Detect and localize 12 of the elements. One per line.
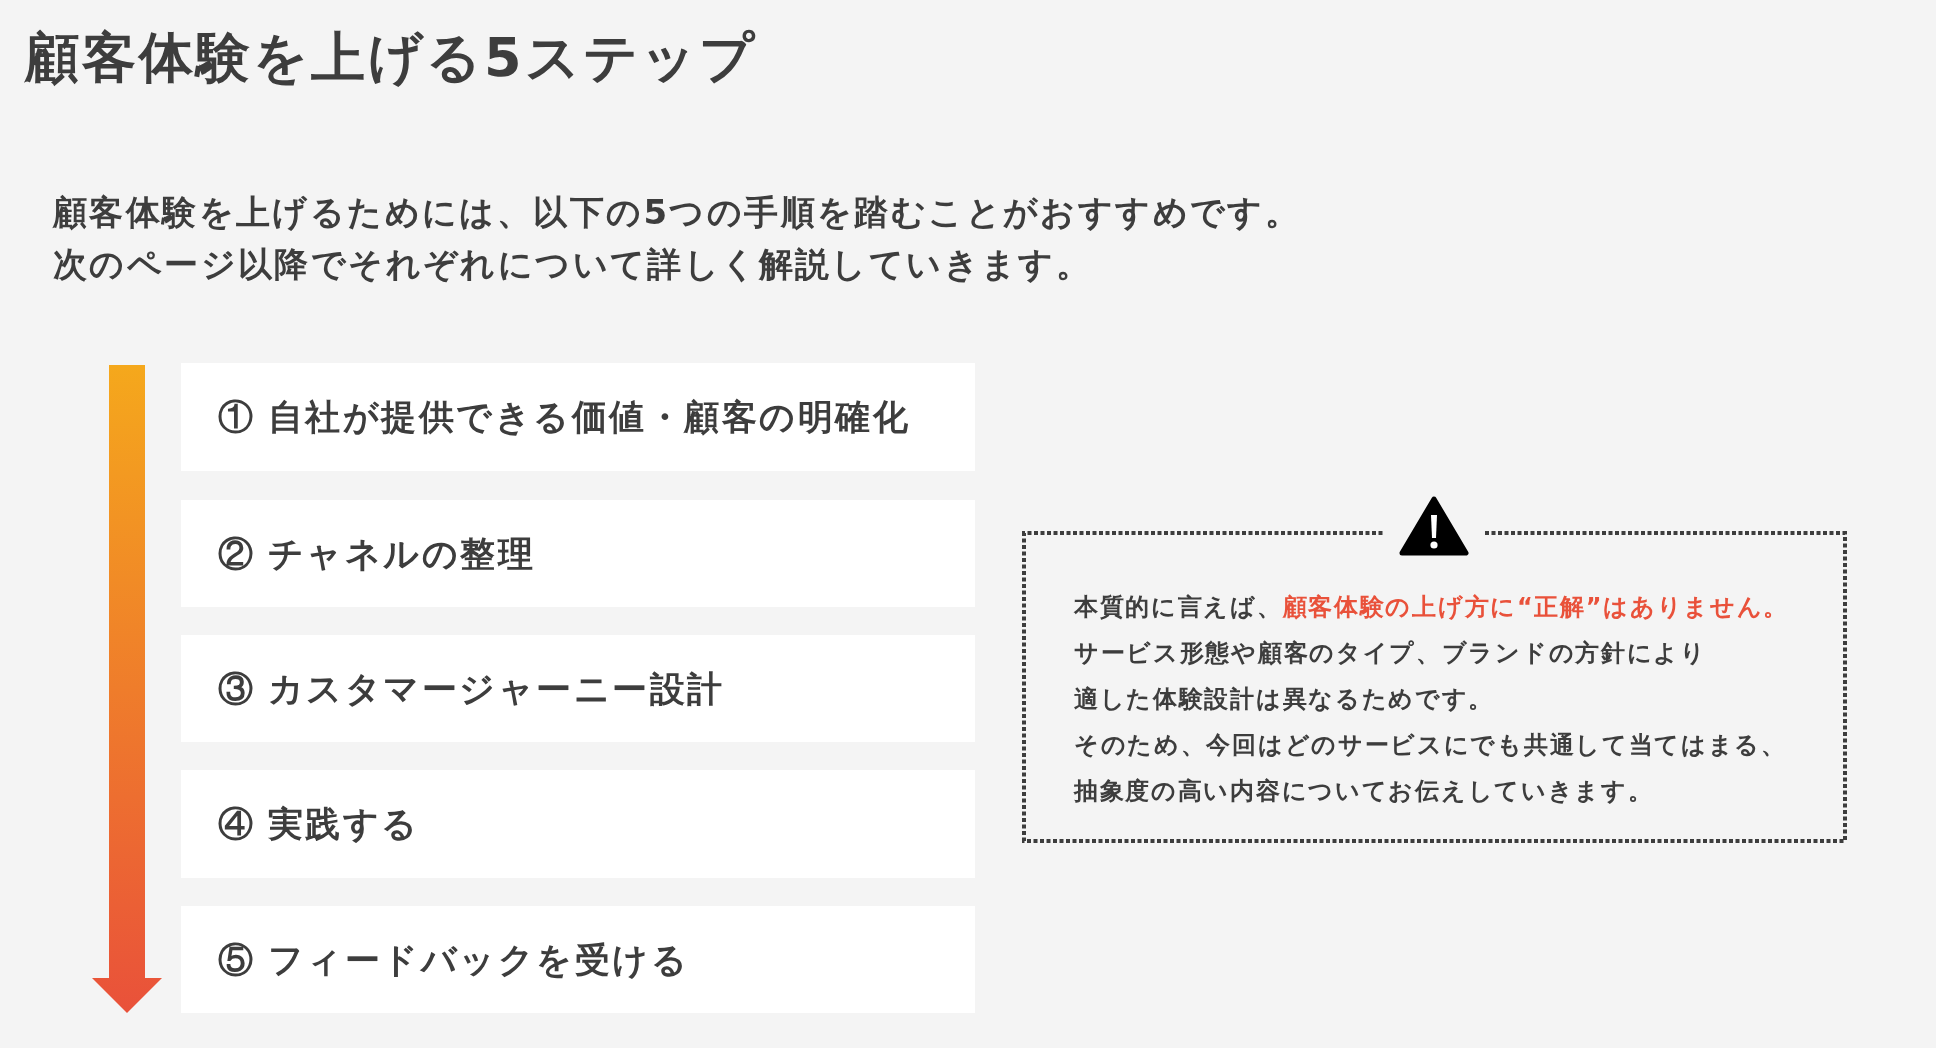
note-text: そのため、今回はどのサービスにでも共通して当てはまる、抽象度の高い内容についてお伝えしていきます。 [1074,730,1788,807]
slide-title: 顧客体験を上げる5ステップ [25,26,757,90]
step-text: ④ 実践する [218,803,420,845]
step-text: ③ カスタマージャーニー設計 [218,667,725,710]
note-box [1022,495,1847,843]
step-text: ① 自社が提供できる価値・顧客の明確化 [218,396,911,438]
intro-text: 次のページ以降でそれぞれについて詳しく解説していきます。 [53,243,1093,286]
note-text: 本質的に言えば、顧客体験の上げ方に“正解”はありません。 [1074,592,1790,623]
step-text: ⑤ フィードバックを受ける [218,938,690,981]
note-text: サービス形態や顧客のタイプ、ブランドの方針により適した体験設計は異なるためです。 [1074,638,1708,715]
intro-text: 顧客体験を上げるためには、以下の5つの手順を踏むことがおすすめです。 [53,191,1302,234]
step-text: ② チャネルの整理 [218,532,536,575]
